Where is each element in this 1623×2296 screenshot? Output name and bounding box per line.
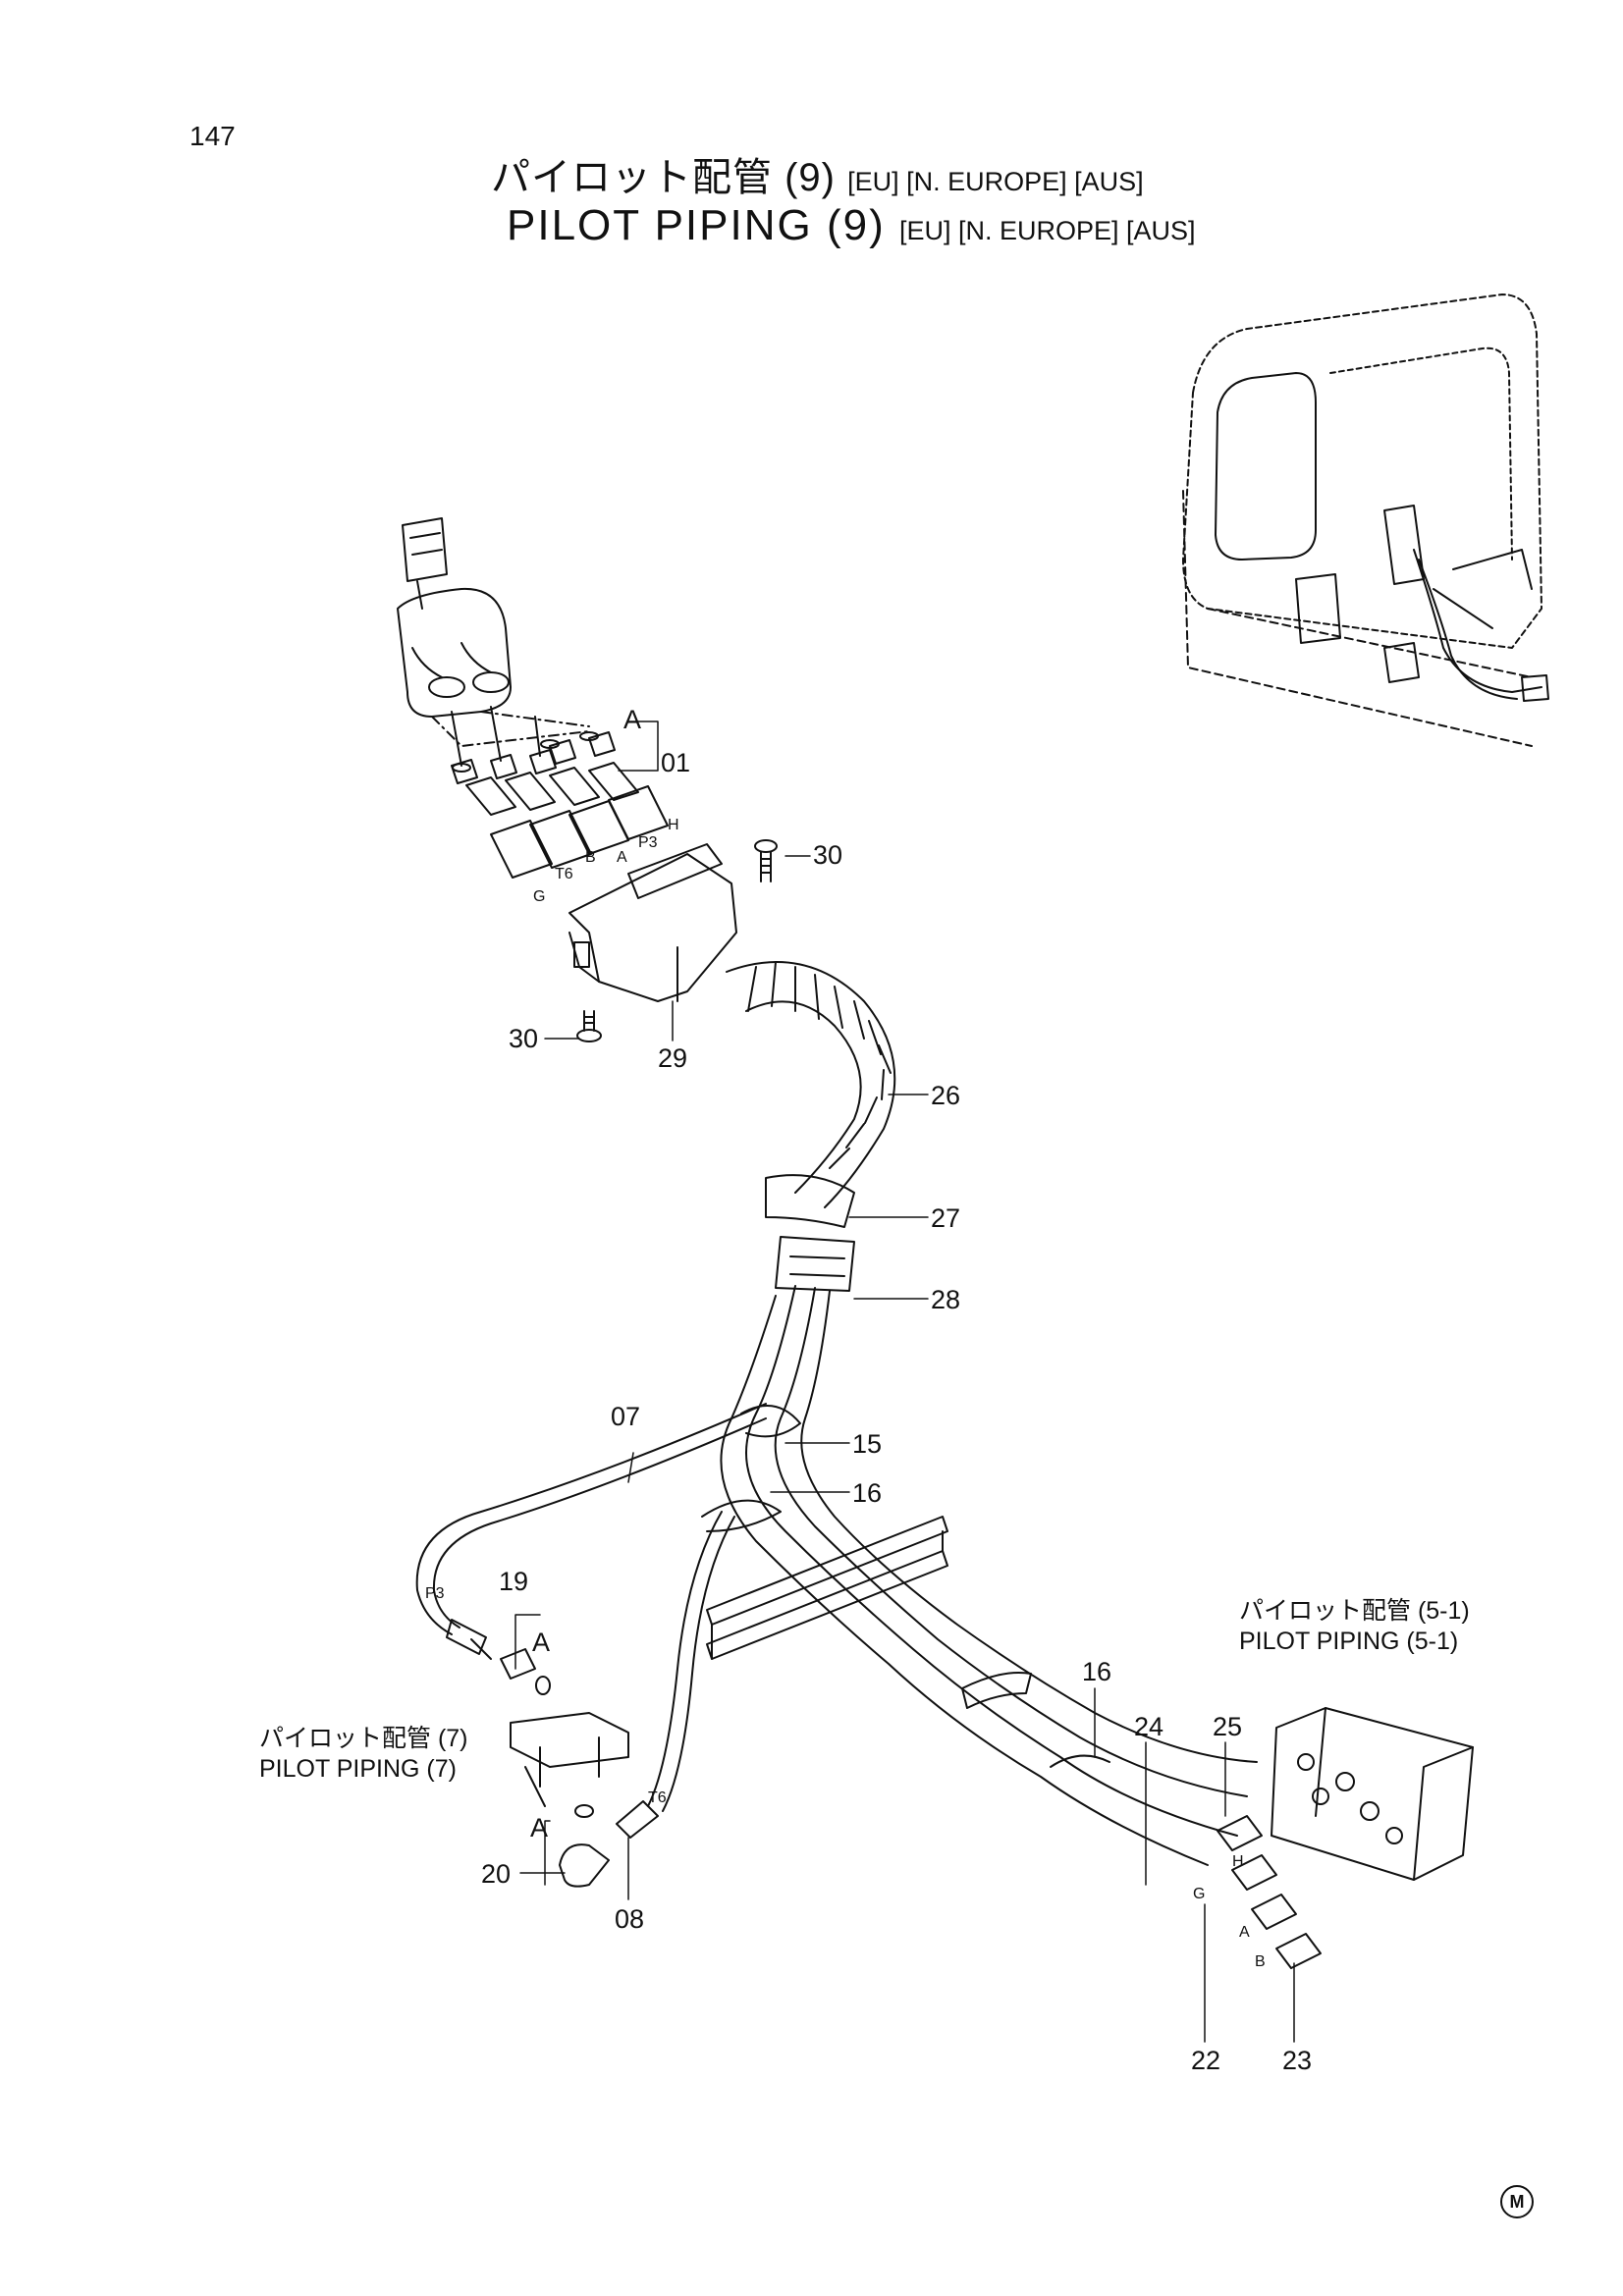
part-number-callout: 08 [615, 1904, 645, 1934]
part-number-callout: 16 [1082, 1657, 1112, 1686]
reference-letter-a: A [532, 1628, 551, 1657]
part-number-callout: 25 [1213, 1712, 1243, 1741]
cross-ref-pilot-piping-5-1: パイロット配管 (5-1) PILOT PIPING (5-1) [1239, 1596, 1470, 1657]
cross-ref-en: PILOT PIPING (7) [259, 1755, 457, 1783]
hose-07 [415, 1403, 767, 1660]
end-fittings [1217, 1815, 1322, 1969]
cable-tie [701, 1405, 1110, 1768]
port-label: G [533, 888, 546, 905]
port-label: T6 [648, 1789, 667, 1806]
part-number-callout: 01 [661, 748, 691, 777]
part-number-callout: 16 [852, 1478, 883, 1508]
hose-bundle [720, 1285, 1258, 1866]
part-number-callout: 27 [931, 1203, 961, 1233]
title-region-tags-en: [EU] [N. EUROPE] [AUS] [898, 216, 1196, 245]
port-label: A [1239, 1924, 1250, 1941]
port-label: B [1255, 1953, 1266, 1970]
port-label: T6 [555, 866, 573, 882]
port-label: B [585, 849, 596, 866]
fittings-cluster [451, 706, 669, 879]
part-number-callout: 26 [931, 1081, 961, 1110]
valve-block-right [1271, 1707, 1474, 1881]
mounting-rail [706, 1516, 1032, 1709]
bolt-icon [576, 1010, 602, 1042]
cross-ref-jp: パイロット配管 (7) [259, 1725, 468, 1752]
hose-08 [616, 1511, 735, 1839]
port-label: H [668, 817, 679, 833]
port-label: P3 [638, 834, 658, 851]
part-number-callout: 28 [931, 1285, 961, 1314]
part-number-callout: 30 [509, 1024, 539, 1053]
elbow-20 [559, 1843, 610, 1888]
pilot-valve-illustration [397, 517, 590, 747]
part-number-callout: 19 [499, 1567, 529, 1596]
page-title-japanese: パイロット配管 (9) [EU] [N. EUROPE] [AUS] [491, 145, 1144, 202]
corrugated-hose [726, 961, 896, 1208]
adapter-19 [500, 1648, 551, 1695]
port-label: P3 [425, 1585, 445, 1602]
cross-ref-en: PILOT PIPING (5-1) [1239, 1628, 1459, 1655]
part-number-callout: 22 [1191, 2046, 1221, 2075]
port-label: A [617, 849, 627, 866]
bolt-icon [754, 839, 778, 882]
port-label: G [1193, 1886, 1206, 1902]
hose-cover [568, 843, 737, 1002]
leader-lines [514, 721, 1295, 2043]
cab-inset-illustration [1182, 294, 1549, 747]
port-label: H [1232, 1853, 1244, 1870]
title-english-text: PILOT PIPING (9) [507, 201, 886, 249]
title-region-tags-jp: [EU] [N. EUROPE] [AUS] [847, 167, 1144, 196]
page-title-english: PILOT PIPING (9) [EU] [N. EUROPE] [AUS] [507, 201, 1196, 250]
part-number-callout: 07 [611, 1402, 641, 1431]
valve-block-left [510, 1712, 629, 1818]
hose-clamp [765, 1174, 855, 1292]
cross-ref-jp: パイロット配管 (5-1) [1239, 1597, 1470, 1625]
page-number: 147 [189, 121, 236, 151]
manual-mark-icon: M [1500, 2185, 1534, 2218]
reference-letter-a: A [530, 1813, 549, 1842]
part-number-callout: 29 [658, 1043, 688, 1073]
part-number-callout: 20 [481, 1859, 512, 1889]
part-number-callout: 23 [1282, 2046, 1313, 2075]
part-number-callout: 15 [852, 1429, 883, 1459]
cross-ref-pilot-piping-7: パイロット配管 (7) PILOT PIPING (7) [259, 1724, 468, 1785]
title-japanese-text: パイロット配管 (9) [491, 156, 836, 199]
part-number-callout: 30 [813, 840, 843, 870]
reference-letter-a: A [623, 705, 642, 734]
part-number-callout: 24 [1134, 1712, 1164, 1741]
